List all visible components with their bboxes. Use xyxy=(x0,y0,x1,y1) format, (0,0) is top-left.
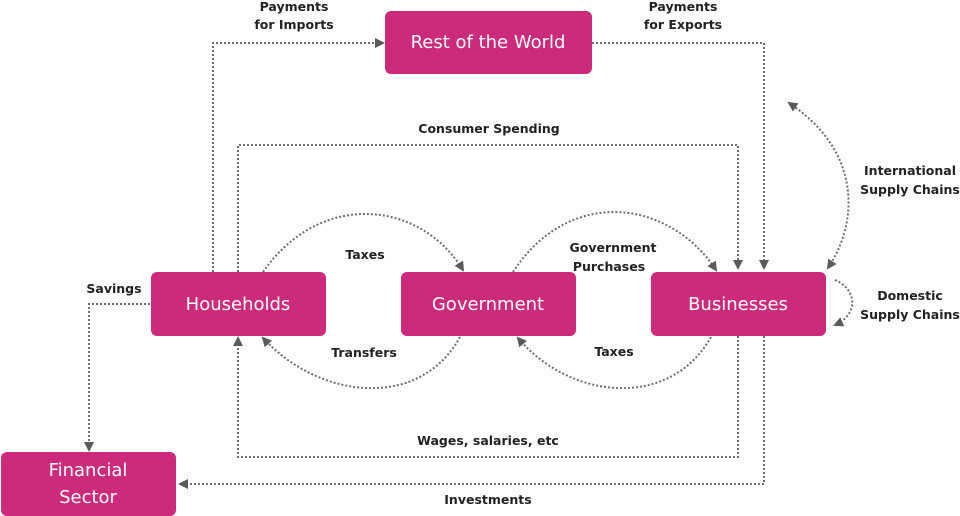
label-transfers: Transfers xyxy=(331,345,397,360)
international-supply-arrow xyxy=(787,101,850,270)
label-international-supply-1: International xyxy=(864,163,956,178)
node-label: Households xyxy=(186,294,291,315)
node-label-line1: Financial xyxy=(49,460,128,481)
consumer-spending-arrow xyxy=(237,144,743,272)
label-payments-exports-2: for Exports xyxy=(644,17,722,32)
payments-imports-arrow xyxy=(212,38,385,272)
taxes-households-arrow xyxy=(262,213,465,273)
node-label-line2: Sector xyxy=(59,487,117,508)
label-gov-purchases-2: Purchases xyxy=(573,259,645,274)
label-domestic-supply-1: Domestic xyxy=(877,288,943,303)
node-households[interactable]: Households xyxy=(151,272,326,336)
domestic-supply-arrow xyxy=(833,279,854,327)
label-domestic-supply-2: Supply Chains xyxy=(860,307,960,322)
node-label: Businesses xyxy=(688,294,788,315)
investments-arrow xyxy=(178,336,765,489)
label-wages: Wages, salaries, etc xyxy=(417,433,559,448)
label-taxes-households: Taxes xyxy=(345,247,384,262)
node-label: Rest of the World xyxy=(411,32,566,53)
label-savings: Savings xyxy=(86,281,141,296)
label-investments: Investments xyxy=(444,492,531,507)
label-payments-imports-2: for Imports xyxy=(254,17,333,32)
label-payments-exports-1: Payments xyxy=(649,0,718,14)
transfers-arrow xyxy=(261,336,461,390)
label-taxes-businesses: Taxes xyxy=(594,344,633,359)
label-payments-imports-1: Payments xyxy=(260,0,329,14)
node-financial-sector[interactable]: Financial Sector xyxy=(1,452,176,516)
label-consumer-spending: Consumer Spending xyxy=(418,121,559,136)
label-international-supply-2: Supply Chains xyxy=(860,182,960,197)
savings-arrow xyxy=(84,303,150,452)
node-label: Government xyxy=(432,294,544,315)
node-rest-of-world[interactable]: Rest of the World xyxy=(385,11,592,74)
payments-exports-arrow xyxy=(592,42,769,270)
gov-purchases-arrow xyxy=(512,211,718,273)
node-government[interactable]: Government xyxy=(401,272,576,336)
node-businesses[interactable]: Businesses xyxy=(651,272,826,336)
flow-lines xyxy=(84,38,854,489)
flow-labels: Payments for Imports Payments for Export… xyxy=(86,0,959,507)
taxes-businesses-arrow xyxy=(516,336,712,390)
label-gov-purchases-1: Government xyxy=(570,240,657,255)
wages-arrow xyxy=(233,336,739,458)
